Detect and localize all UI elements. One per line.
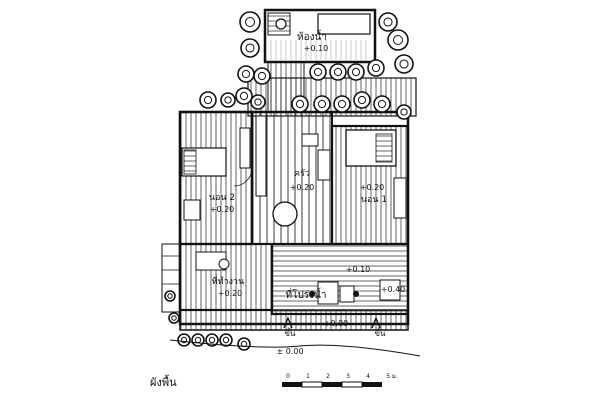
tree-icon — [371, 63, 381, 73]
scale-label-0: 0 — [286, 373, 290, 380]
entry-stairs — [283, 316, 381, 329]
tree-icon — [333, 95, 351, 113]
tree-icon — [235, 87, 253, 105]
tree-icon — [205, 333, 219, 347]
tree-icon — [393, 35, 403, 45]
scale-label-4: 4 — [366, 373, 370, 380]
right-level: +0.40 — [381, 285, 406, 294]
tree-icon — [239, 11, 261, 33]
tree-icon — [191, 333, 205, 347]
terrace-level: +0.10 — [346, 265, 371, 274]
tree-icon — [291, 95, 309, 113]
tree-icon — [177, 333, 191, 347]
tree-icon — [222, 336, 230, 344]
front-step-level: +0.00 — [324, 319, 349, 328]
tree-icon — [383, 17, 393, 27]
scale-label-1: 1 — [306, 373, 310, 380]
kitchen — [251, 111, 333, 245]
bedroom2-level: +0.20 — [210, 205, 235, 214]
tree-icon — [240, 38, 260, 58]
tree-icon — [394, 54, 414, 74]
scale-label-3: 3 — [346, 373, 350, 380]
tree-icon — [337, 99, 347, 109]
tree-icon — [237, 65, 255, 83]
trees — [164, 11, 414, 351]
tree-icon — [387, 29, 409, 51]
entry-label-right: ขึ้น — [375, 327, 386, 338]
bedroom1-name: นอน 1 — [361, 195, 387, 205]
scale-label-5: 5 ม. — [386, 373, 398, 380]
tree-icon — [168, 312, 180, 324]
tree-icon — [245, 43, 255, 53]
bathroom — [263, 8, 377, 64]
tree-icon — [245, 17, 255, 27]
bedroom-2 — [178, 110, 254, 246]
tree-icon — [317, 99, 327, 109]
living-level: +0.20 — [218, 289, 243, 298]
tree-icon — [164, 290, 176, 302]
bedroom1-level: +0.20 — [360, 183, 385, 192]
tree-icon — [220, 92, 236, 108]
ground-line — [169, 339, 421, 357]
tree-icon — [329, 63, 347, 81]
tree-icon — [199, 91, 217, 109]
terrace — [270, 242, 410, 316]
scale-label-2: 2 — [326, 373, 330, 380]
tree-icon — [351, 67, 361, 77]
entry-label-left: ขึ้น — [285, 327, 296, 338]
tree-icon — [399, 59, 409, 69]
tree-icon — [257, 71, 267, 81]
tree-icon — [224, 96, 232, 104]
plan-caption: ผังพื้น — [150, 374, 177, 389]
tree-icon — [203, 95, 213, 105]
front-deck — [179, 309, 409, 331]
bathroom-level: +0.10 — [304, 44, 329, 53]
tree-icon — [377, 99, 387, 109]
tree-icon — [400, 108, 408, 116]
tree-icon — [253, 67, 271, 85]
bedroom2-name: นอน 2 — [209, 193, 235, 203]
tree-icon — [295, 99, 305, 109]
tree-icon — [313, 67, 323, 77]
bathroom-name: ห้องน้ำ — [297, 29, 327, 43]
tree-icon — [237, 337, 251, 351]
tree-icon — [313, 95, 331, 113]
tree-icon — [250, 94, 266, 110]
tree-icon — [239, 91, 249, 101]
bedroom-1 — [330, 124, 410, 246]
tree-icon — [180, 336, 188, 344]
tree-icon — [254, 98, 262, 106]
tree-icon — [347, 63, 365, 81]
tree-icon — [357, 95, 367, 105]
tree-icon — [353, 91, 371, 109]
terrace-name: ที่โปร่งน้ำ — [285, 287, 326, 301]
tree-icon — [373, 95, 391, 113]
scale-bar: 0 1 2 3 4 5 ม. — [282, 373, 398, 388]
tree-icon — [396, 104, 412, 120]
kitchen-name: ครัว — [294, 169, 310, 179]
tree-icon — [208, 336, 216, 344]
tree-icon — [333, 67, 343, 77]
tree-icon — [219, 333, 233, 347]
ground-level: ± 0.00 — [276, 347, 303, 356]
kitchen-level: +0.20 — [290, 183, 315, 192]
living-name: ที่ทำงาน — [212, 274, 245, 287]
tree-icon — [378, 12, 398, 32]
tree-icon — [171, 315, 177, 321]
tree-icon — [309, 63, 327, 81]
tree-icon — [241, 69, 251, 79]
tree-icon — [367, 59, 385, 77]
tree-icon — [167, 293, 173, 299]
